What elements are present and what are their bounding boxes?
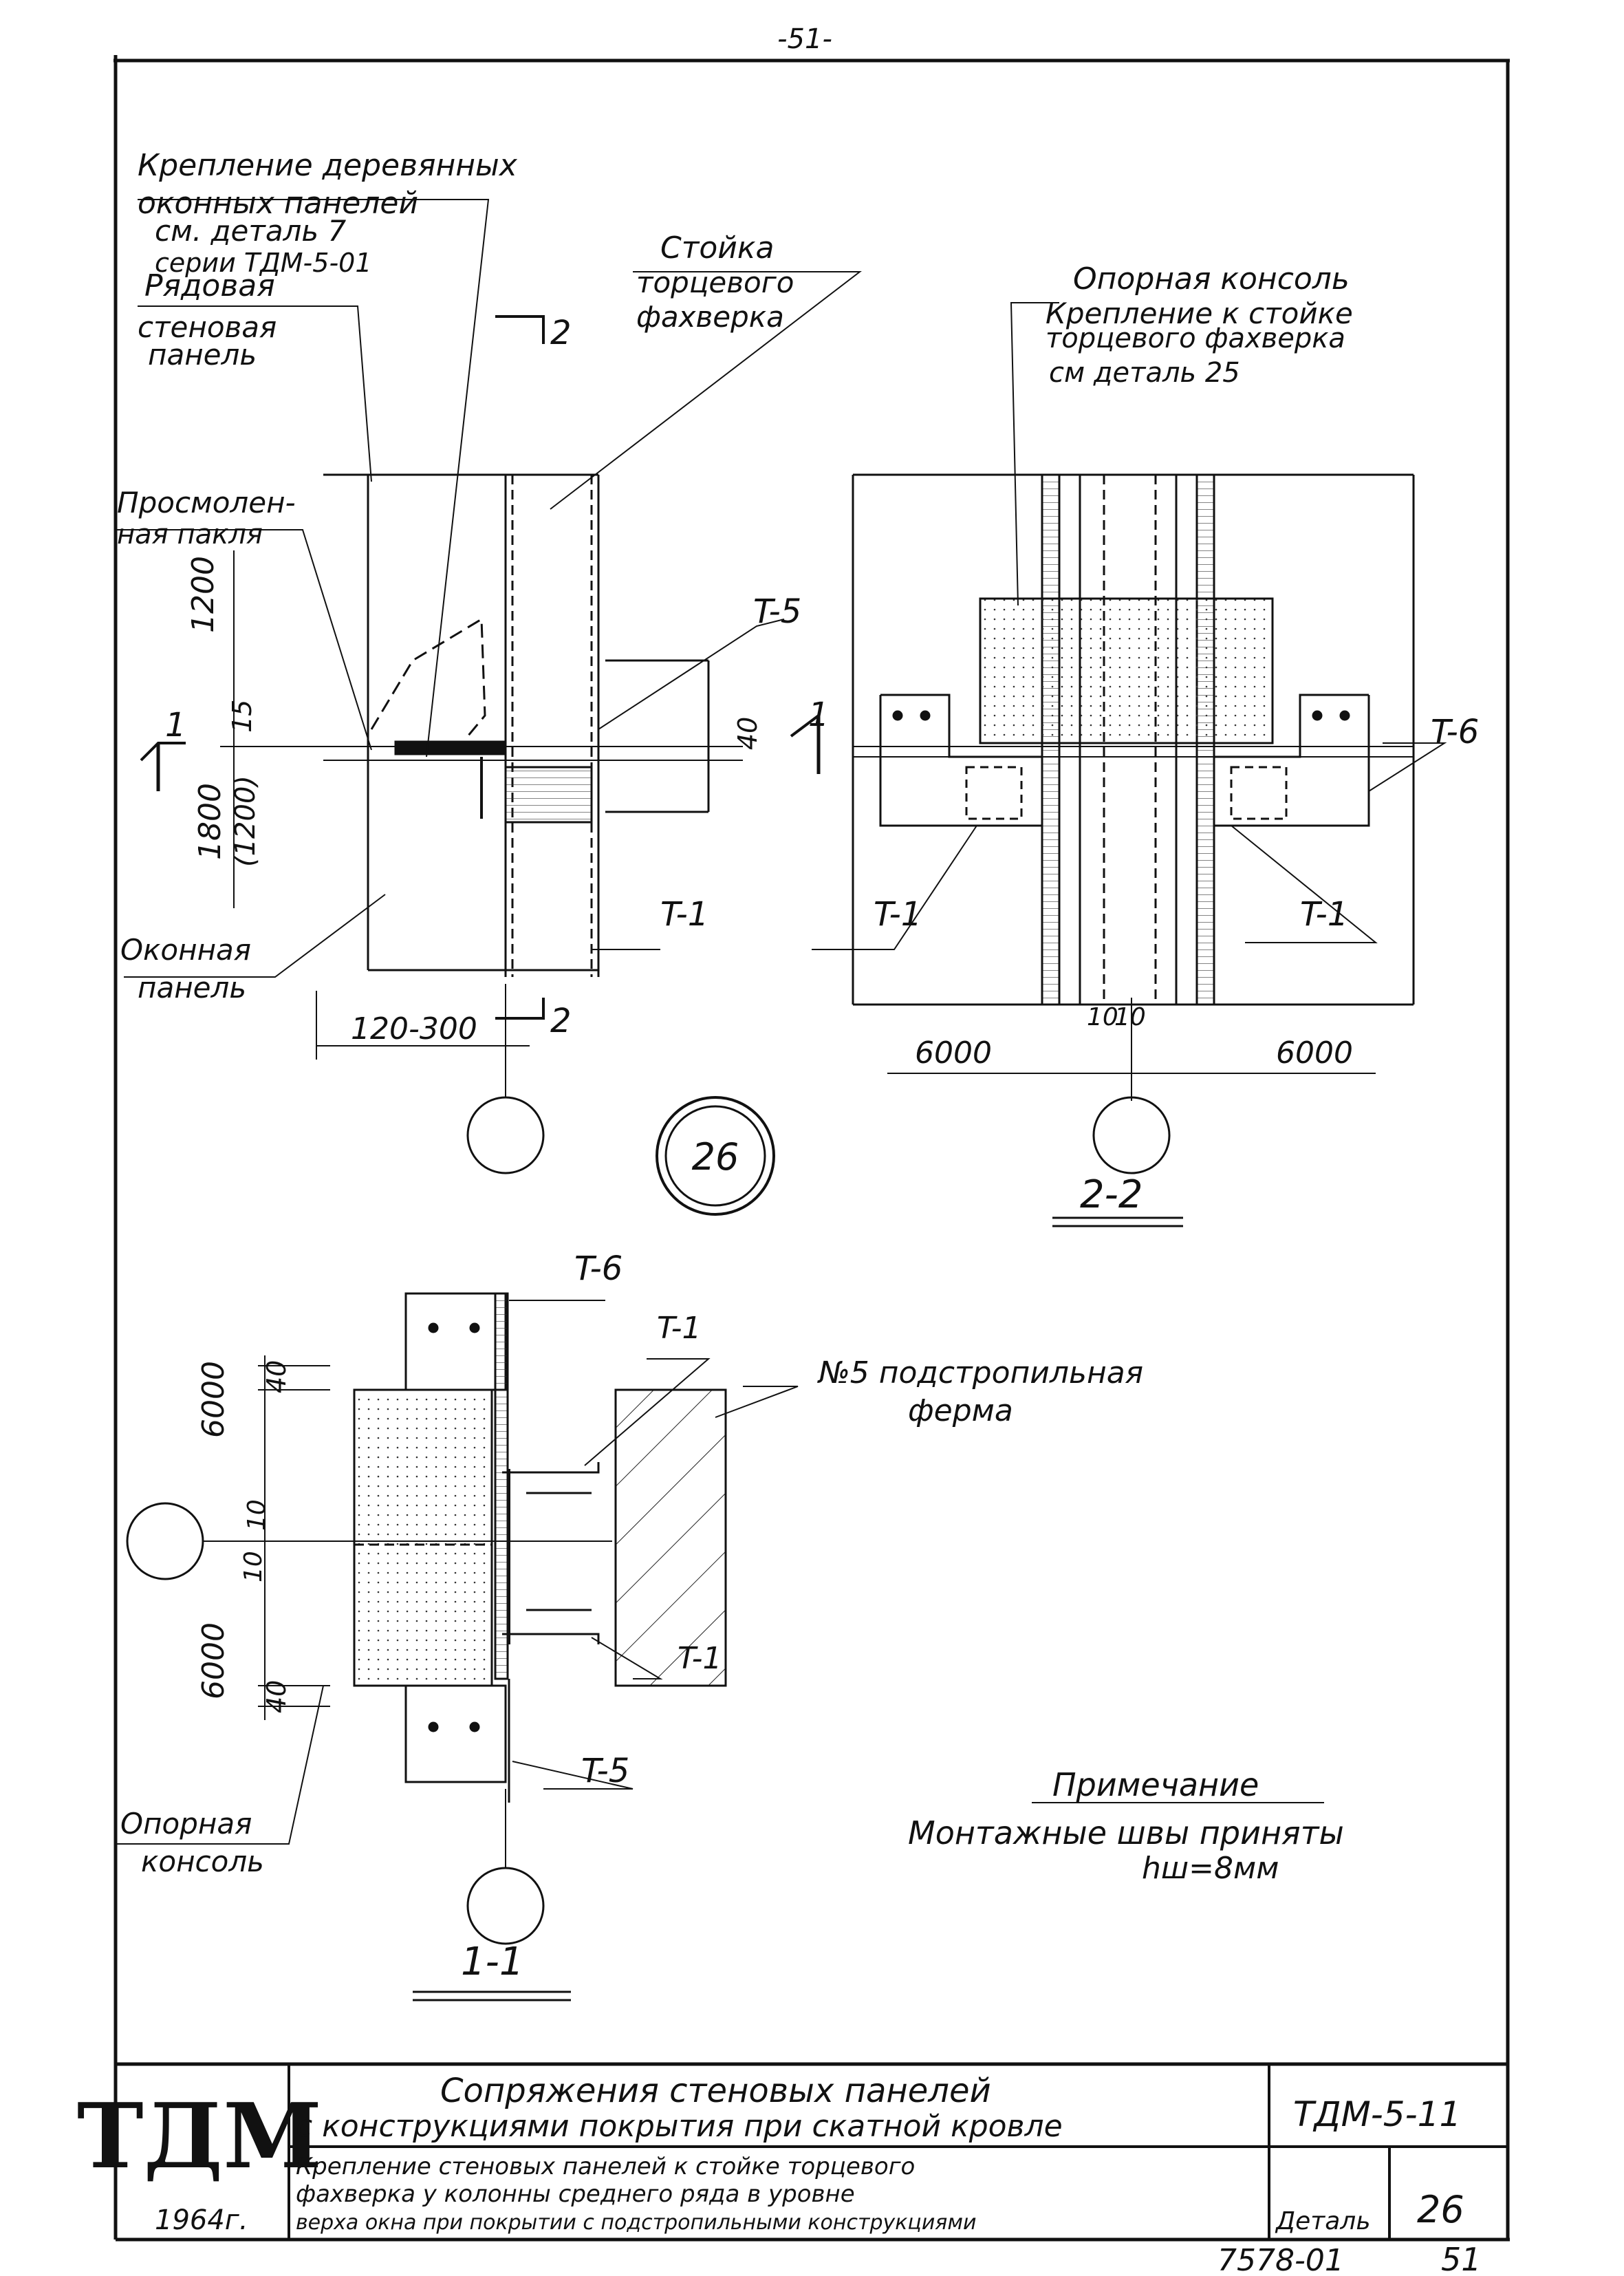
title-block: [116, 2062, 1508, 2240]
sheet-number: 51: [1441, 2241, 1482, 2276]
label-tarred-tow-1: Просмолен-: [117, 486, 296, 519]
leader-lines: [117, 199, 1447, 1845]
dim-6000-bottom: 6000: [196, 1622, 231, 1699]
dim-1200-paren: (1200): [230, 775, 261, 867]
dim-120-300: 120-300: [351, 1011, 477, 1046]
label-console-top-1: Опорная консоль: [1073, 261, 1350, 297]
section-1-1: [126, 1292, 727, 2001]
mark-sec2-top: 2: [550, 314, 572, 352]
section-2-2-labels: Опорная консоль Крепление к стойке торце…: [1046, 261, 1353, 389]
label-fastening-windows-3: см. деталь 7: [155, 214, 347, 248]
detail-number: 26: [692, 1135, 739, 1179]
label-truss-2: ферма: [908, 1393, 1013, 1428]
label-window-panel-1: Оконная: [120, 933, 251, 967]
dim-1200: 1200: [186, 556, 221, 633]
dim-40-elev: 40: [733, 717, 763, 750]
mark-t6-bottom: T-6: [574, 1249, 622, 1288]
mark-t6-right: T-6: [1431, 713, 1479, 751]
title-block-series: ТДМ-5-11: [1293, 2094, 1461, 2134]
label-post-1: Стойка: [660, 230, 774, 266]
title-block-title-1: Сопряжения стеновых панелей: [440, 2072, 991, 2110]
dim-6000-top: 6000: [196, 1361, 231, 1438]
label-post-3: фахверка: [636, 300, 784, 334]
label-tarred-tow-2: ная пакля: [117, 519, 263, 550]
archive-number: 7578-01: [1217, 2243, 1344, 2276]
elevation-view: [140, 315, 743, 1174]
label-post-2: торцевого: [636, 266, 794, 299]
label-row-wall-panel-3: панель: [148, 338, 257, 372]
title-block-org: ТДМ: [77, 2083, 322, 2189]
dimension-labels: 1200 15 1800 (1200) 120-300 40 6000 6000…: [186, 556, 1353, 1713]
dim-6000-right: 6000: [1276, 1035, 1353, 1071]
mark-sec1-left: 1: [165, 706, 186, 744]
note-value: hш=8мм: [1142, 1851, 1279, 1886]
elevation-labels: Крепление деревянных оконных панелей см.…: [117, 148, 794, 1005]
dim-1800: 1800: [193, 783, 228, 860]
dim-40-top: 40: [261, 1360, 292, 1393]
detail-number-circle: [656, 1096, 775, 1216]
mark-t1-bottom-top: T-1: [657, 1311, 701, 1346]
mark-t1-bottom-low: T-1: [678, 1641, 722, 1676]
note-title: Примечание: [1052, 1766, 1259, 1803]
dim-40-bottom: 40: [261, 1680, 292, 1713]
title-block-desc-3: верха окна при покрытии с подстропильным…: [296, 2211, 977, 2235]
section-2-2-title: 2-2: [1080, 1172, 1143, 1217]
label-row-wall-panel-2: стеновая: [138, 310, 277, 344]
marks: T-5 T-6 T-1 T-1 T-1 2 2 1 1 2-2 26 T-6 T…: [165, 314, 1479, 1984]
label-console-top-4: см деталь 25: [1049, 357, 1240, 389]
mark-sec2-bottom: 2: [550, 1002, 572, 1040]
label-console-top-2: Крепление к стойке: [1046, 297, 1353, 330]
dim-10-a: 10: [1087, 1003, 1118, 1031]
dim-10-d: 10: [239, 1551, 268, 1582]
section-2-2: [790, 473, 1415, 1227]
title-block-desc-1: Крепление стеновых панелей к стойке торц…: [296, 2153, 915, 2180]
label-console-bottom-2: консоль: [141, 1845, 264, 1878]
page-number-top: -51-: [777, 23, 832, 55]
mark-t5-bottom: T-5: [581, 1752, 629, 1790]
title-block-detail-label: Деталь: [1275, 2207, 1371, 2235]
title-block-title-2: с конструкциями покрытия при скатной кро…: [296, 2109, 1063, 2144]
title-block-desc-2: фахверка у колонны среднего ряда в уровн…: [296, 2180, 855, 2208]
label-fastening-windows-2: оконных панелей: [138, 186, 418, 221]
mark-t1-elev: T-1: [660, 895, 708, 934]
section-1-1-labels: №5 подстропильная ферма Опорная консоль …: [120, 1355, 1344, 1886]
title-block-detail-value: 26: [1417, 2188, 1464, 2231]
mark-t1-left: T-1: [874, 895, 922, 934]
label-window-panel-2: панель: [138, 971, 246, 1005]
label-fastening-windows-1: Крепление деревянных: [138, 148, 518, 183]
label-console-bottom-1: Опорная: [120, 1807, 252, 1840]
dim-10-b: 10: [1114, 1003, 1146, 1031]
dim-15: 15: [227, 700, 257, 733]
mark-t1-right: T-1: [1300, 895, 1348, 934]
label-truss-1: №5 подстропильная: [816, 1355, 1143, 1391]
label-row-wall-panel-1: Рядовая: [144, 268, 275, 303]
label-fastening-windows-4: серии ТДМ-5-01: [155, 248, 372, 278]
sheet-frame: [113, 55, 1510, 2242]
title-block-year: 1964г.: [155, 2204, 248, 2236]
label-console-top-3: торцевого фахверка: [1046, 323, 1345, 354]
note-text: Монтажные швы приняты: [908, 1814, 1344, 1851]
dim-6000-left: 6000: [915, 1035, 992, 1071]
mark-sec1-right: 1: [808, 696, 830, 734]
dim-10-c: 10: [243, 1499, 271, 1531]
section-1-1-title: 1-1: [461, 1940, 523, 1984]
mark-t5-top: T-5: [753, 592, 801, 631]
